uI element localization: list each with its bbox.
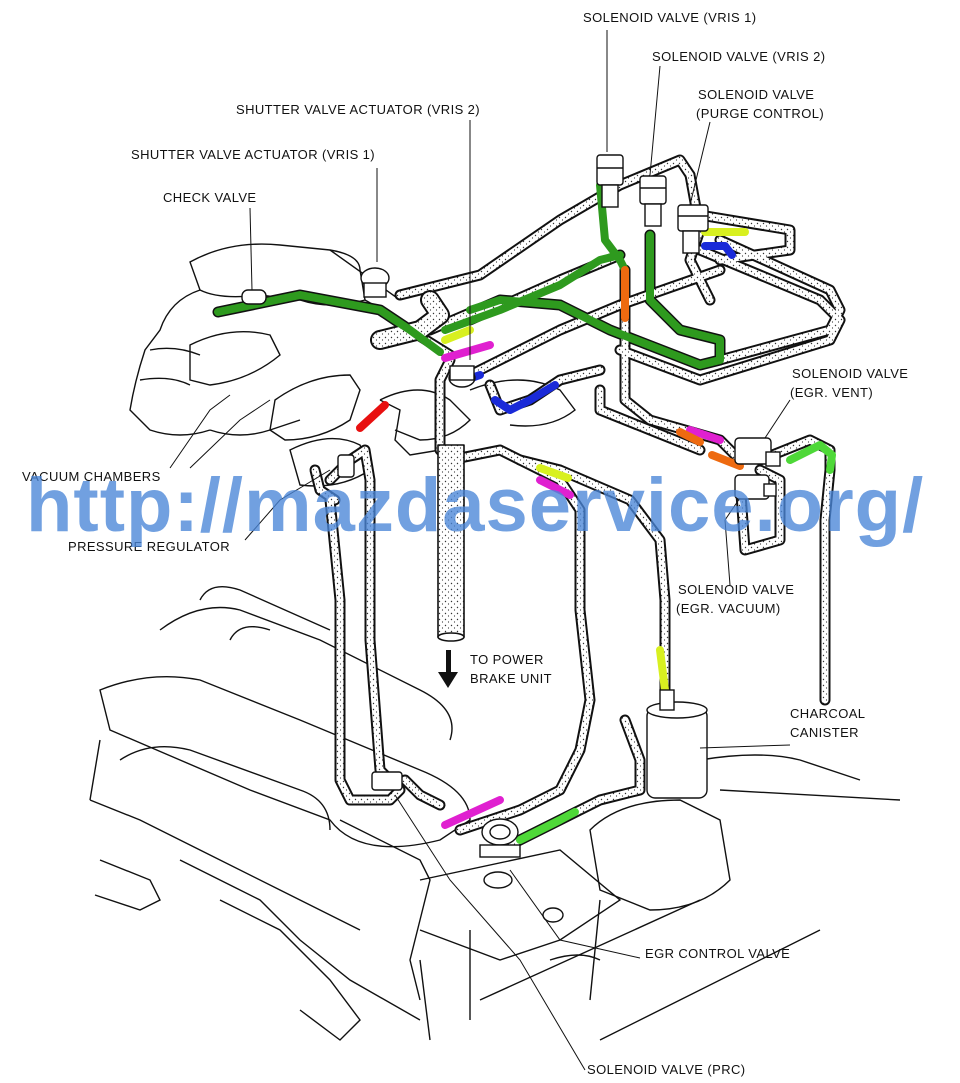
solenoid-valve-prc bbox=[371, 771, 403, 791]
label-solenoid-vris2: SOLENOID VALVE (VRIS 2) bbox=[652, 49, 826, 64]
solenoid-valve-egr-vent bbox=[734, 437, 781, 467]
label-egr-vent-1: SOLENOID VALVE bbox=[792, 366, 909, 381]
egr-control-valve bbox=[479, 818, 521, 858]
label-egr-vent-2: (EGR. VENT) bbox=[790, 385, 874, 400]
shutter-valve-actuator-vris2 bbox=[448, 365, 476, 388]
down-arrow-icon bbox=[438, 650, 458, 688]
label-egr-control-valve: EGR CONTROL VALVE bbox=[645, 946, 791, 961]
label-to-power-2: BRAKE UNIT bbox=[470, 671, 553, 686]
label-pressure-regulator: PRESSURE REGULATOR bbox=[68, 539, 231, 554]
label-egr-vacuum-2: (EGR. VACUUM) bbox=[676, 601, 781, 616]
label-egr-vacuum-1: SOLENOID VALVE bbox=[678, 582, 795, 597]
solenoid-valve-egr-vacuum bbox=[734, 474, 777, 500]
solenoid-valve-purge bbox=[677, 204, 709, 254]
pressure-regulator bbox=[337, 454, 355, 478]
label-solenoid-vris1: SOLENOID VALVE (VRIS 1) bbox=[583, 10, 757, 25]
solenoid-valve-vris2 bbox=[639, 175, 667, 227]
shutter-valve-actuator-vris1 bbox=[360, 267, 390, 298]
leader-lines bbox=[169, 30, 791, 1071]
label-shutter-vris1: SHUTTER VALVE ACTUATOR (VRIS 1) bbox=[131, 147, 376, 162]
label-solenoid-purge-2: (PURGE CONTROL) bbox=[696, 106, 825, 121]
watermark-url: http://mazdaservice.org/ bbox=[26, 463, 925, 548]
label-to-power-1: TO POWER bbox=[470, 652, 544, 667]
check-valve bbox=[241, 289, 267, 305]
engine-outline bbox=[89, 243, 901, 1041]
label-charcoal-1: CHARCOAL bbox=[790, 706, 866, 721]
label-check-valve: CHECK VALVE bbox=[163, 190, 257, 205]
charcoal-canister bbox=[646, 689, 708, 799]
label-solenoid-purge-1: SOLENOID VALVE bbox=[698, 87, 815, 102]
label-vacuum-chambers: VACUUM CHAMBERS bbox=[22, 469, 161, 484]
label-shutter-vris2: SHUTTER VALVE ACTUATOR (VRIS 2) bbox=[236, 102, 481, 117]
color-coded-hoses bbox=[214, 181, 836, 844]
label-solenoid-prc: SOLENOID VALVE (PRC) bbox=[587, 1062, 746, 1077]
brake-booster-hose bbox=[437, 444, 465, 638]
label-charcoal-2: CANISTER bbox=[790, 725, 859, 740]
solenoid-valve-vris1 bbox=[596, 154, 624, 208]
